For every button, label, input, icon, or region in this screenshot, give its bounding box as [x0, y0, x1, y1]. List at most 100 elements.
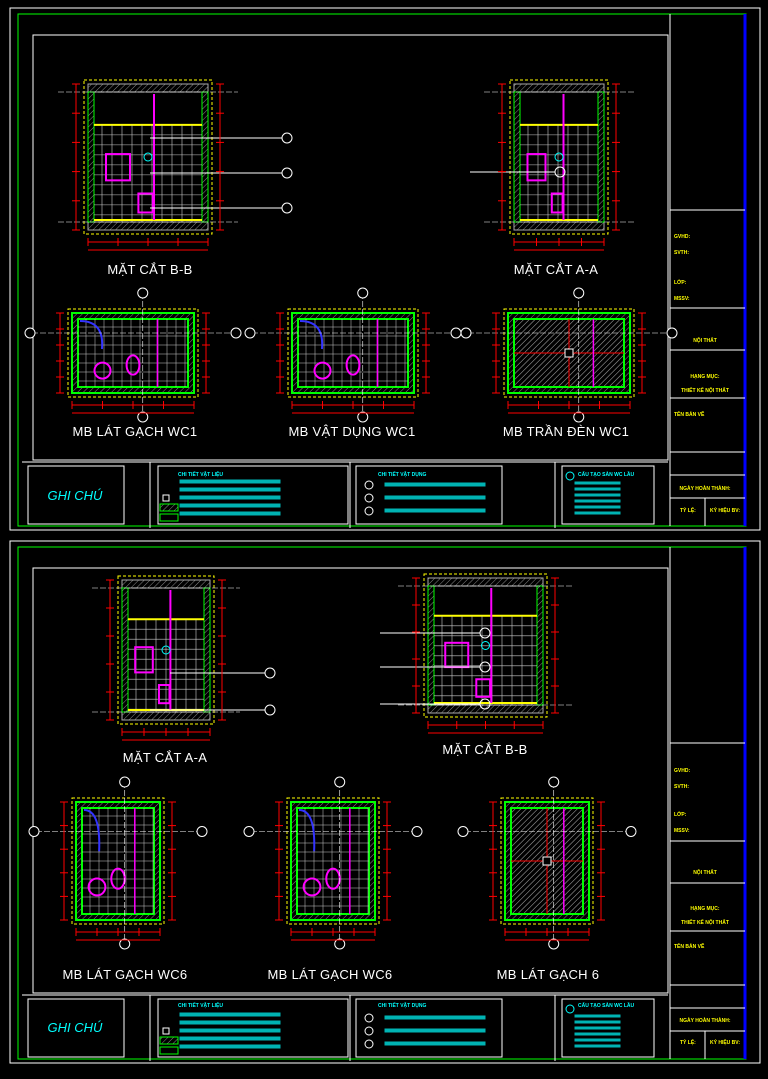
- basin: [302, 877, 322, 897]
- wall-right: [203, 587, 211, 713]
- toilet: [550, 192, 564, 214]
- wall-right: [597, 91, 605, 223]
- legend-text-line: [574, 1026, 621, 1030]
- grid-bubble: [357, 287, 369, 299]
- legend-text-line: [574, 499, 621, 503]
- legend-text-line: [574, 481, 621, 485]
- callout-circle: [479, 698, 491, 710]
- grid-bubble: [244, 327, 256, 339]
- door-swing: [79, 320, 104, 350]
- drawing-area-frame: [32, 567, 669, 994]
- grid-bubble: [334, 776, 346, 788]
- section-aa-title: MẶT CẮT A-A: [513, 262, 599, 277]
- legend-tag-circle: [364, 480, 374, 490]
- tb-date-label-2: NGÀY HOÀN THÀNH:: [679, 1018, 731, 1024]
- tb-scale-label: TỶ LỆ:: [680, 508, 696, 514]
- tb-lop: LỚP:: [674, 280, 687, 286]
- plan-outline: [500, 797, 594, 925]
- wall-right: [201, 91, 209, 223]
- grid-bubble: [573, 287, 585, 299]
- legend-symbol-hatch: [159, 503, 179, 512]
- legend-floor-title-2: CẤU TẠO SÀN WC LẦU: [578, 1003, 635, 1009]
- plan-outline: [67, 308, 199, 398]
- legend-symbol-tile: [162, 1027, 170, 1035]
- grid-bubble: [625, 826, 637, 837]
- legend-text-line: [574, 511, 621, 515]
- sheet-outer-frame: [9, 540, 761, 1064]
- plan-outline: [287, 308, 419, 398]
- ceiling-slab: [513, 83, 605, 93]
- callout-circle: [281, 132, 293, 144]
- toilet: [345, 354, 361, 376]
- legend-text-line: [574, 493, 621, 497]
- floor-slab: [87, 221, 209, 231]
- grid-bubble: [334, 938, 346, 950]
- legend-title: GHI CHÚ: [47, 488, 103, 503]
- tb-drawing-name-label: TÊN BẢN VẼ: [674, 412, 705, 418]
- plan-tile-6-title: MB LÁT GẠCH 6: [496, 967, 600, 982]
- legend-text-line: [574, 1032, 621, 1036]
- plan-outline: [503, 308, 635, 398]
- toilet: [137, 192, 154, 214]
- legend-text-line: [179, 1036, 281, 1041]
- mirror: [134, 646, 154, 674]
- legend-floor-title: CẤU TẠO SÀN WC LẦU: [578, 472, 635, 478]
- floor-slab: [121, 711, 211, 721]
- plan-tile-wc6-title: MB LÁT GẠCH WC6: [62, 967, 188, 982]
- tb-scale-label-2: TỶ LỆ:: [680, 1040, 696, 1046]
- floor-slab: [513, 221, 605, 231]
- tag-circle: [481, 641, 490, 650]
- grid-bubble: [230, 327, 242, 339]
- legend-symbol-tile: [162, 494, 170, 502]
- grid-bubble: [119, 938, 131, 950]
- legend-title-box: [27, 465, 125, 525]
- legend-text-line: [179, 503, 281, 508]
- grid-bubble: [573, 411, 585, 423]
- legend-text-line: [179, 1028, 281, 1033]
- legend-materials-box: [157, 998, 349, 1058]
- mirror: [105, 153, 131, 182]
- wall-right: [536, 585, 544, 706]
- tb-lop-2: LỚP:: [674, 812, 687, 818]
- legend-tag-circle: [364, 1026, 374, 1036]
- callout-circle: [281, 167, 293, 179]
- toilet: [475, 678, 492, 698]
- legend-text-line: [179, 1012, 281, 1017]
- wall-left: [427, 585, 435, 706]
- legend-text-line: [179, 487, 281, 492]
- legend-tag-circle: [364, 493, 374, 503]
- legend-materials-title-2: CHI TIẾT VẬT LIỆU: [178, 1003, 223, 1009]
- legend-text-line: [179, 479, 281, 484]
- legend-text-line: [384, 1028, 486, 1033]
- legend-floor-box: [561, 998, 655, 1058]
- callout-circle: [554, 166, 566, 178]
- tb-category-2: THIẾT KẾ NỘI THẤT: [681, 920, 729, 926]
- grid-bubble: [457, 826, 469, 837]
- tb-svth-2: SVTH:: [674, 784, 689, 790]
- basin: [87, 877, 107, 897]
- callout-circle: [264, 667, 276, 679]
- ceiling-slab: [121, 579, 211, 589]
- ceiling-slab: [87, 83, 209, 93]
- callout-circle: [479, 627, 491, 639]
- toilet: [125, 354, 141, 376]
- ceiling-light: [542, 856, 552, 866]
- tb-subject: NỘI THẤT: [693, 338, 717, 344]
- wall-inner: [297, 318, 409, 388]
- grid-bubble: [357, 411, 369, 423]
- ceiling-light: [564, 348, 574, 358]
- section-outline: [509, 79, 609, 235]
- legend-symbol-wall: [159, 513, 179, 522]
- tag-circle: [143, 152, 153, 162]
- tb-code-label: KÝ HIỆU BV:: [710, 508, 741, 514]
- grid-bubble: [24, 327, 36, 339]
- basin: [93, 361, 112, 380]
- section-outline: [83, 79, 213, 235]
- grid-bubble: [450, 327, 462, 339]
- tag-circle: [161, 645, 171, 655]
- wall-left: [121, 587, 129, 713]
- legend-text-line: [179, 511, 281, 516]
- legend-materials-box: [157, 465, 349, 525]
- section-outline: [117, 575, 215, 725]
- legend-items-box: [355, 998, 503, 1058]
